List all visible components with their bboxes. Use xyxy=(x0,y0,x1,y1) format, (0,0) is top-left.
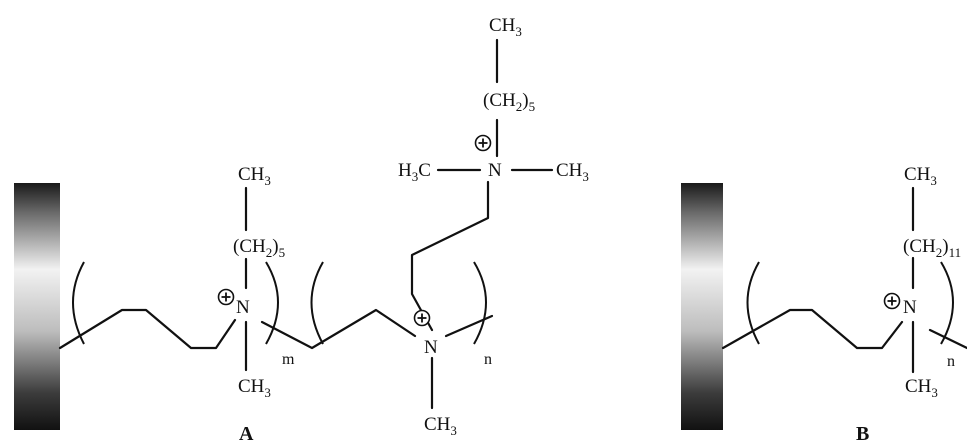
top-n-chain-ch3: CH3 xyxy=(489,15,522,39)
b-n-atom: N xyxy=(903,297,917,318)
b-n-methyl-ch3: CH3 xyxy=(905,376,938,400)
top-n-left-h3c: H3C xyxy=(398,160,431,184)
n1-ch2-group: (CH2)5 xyxy=(233,236,285,260)
paren-open-b xyxy=(746,261,760,345)
n1-positive-charge-icon xyxy=(217,288,235,306)
subscript-n-a: n xyxy=(484,351,492,368)
backbone-b-end-bond xyxy=(928,328,967,350)
b-n-chain-ch3: CH3 xyxy=(904,164,937,188)
backbone-a-segment-2 xyxy=(260,308,417,350)
surface-block-b xyxy=(681,183,723,430)
n2-pendant-arm xyxy=(410,180,490,332)
paren-open-a-m xyxy=(72,261,85,345)
top-n-ch2-group: (CH2)5 xyxy=(483,90,535,114)
n2-atom: N xyxy=(424,337,438,358)
label-a: A xyxy=(239,423,254,445)
backbone-b-segment xyxy=(721,308,904,350)
n1-atom: N xyxy=(236,297,250,318)
subscript-m: m xyxy=(282,351,295,368)
n1-methyl-ch3: CH3 xyxy=(238,376,271,400)
backbone-a-segment-1 xyxy=(58,308,237,350)
backbone-a-end-bond xyxy=(444,314,494,338)
paren-close-b xyxy=(940,261,954,345)
paren-close-a-m xyxy=(265,261,279,345)
top-n-positive-charge-icon xyxy=(474,134,492,152)
n2-positive-charge-icon xyxy=(413,309,431,327)
b-n-positive-charge-icon xyxy=(883,292,901,310)
n1-chain-ch3: CH3 xyxy=(238,164,271,188)
n2-methyl-ch3: CH3 xyxy=(424,414,457,438)
subscript-n-b: n xyxy=(947,353,955,370)
b-n-ch2-group: (CH2)11 xyxy=(903,236,961,260)
top-n-right-ch3: CH3 xyxy=(556,160,589,184)
top-n-atom: N xyxy=(488,160,502,181)
paren-close-a-n xyxy=(473,261,487,345)
paren-open-a-n xyxy=(310,261,324,345)
surface-block-a xyxy=(14,183,60,430)
label-b: B xyxy=(856,423,869,445)
